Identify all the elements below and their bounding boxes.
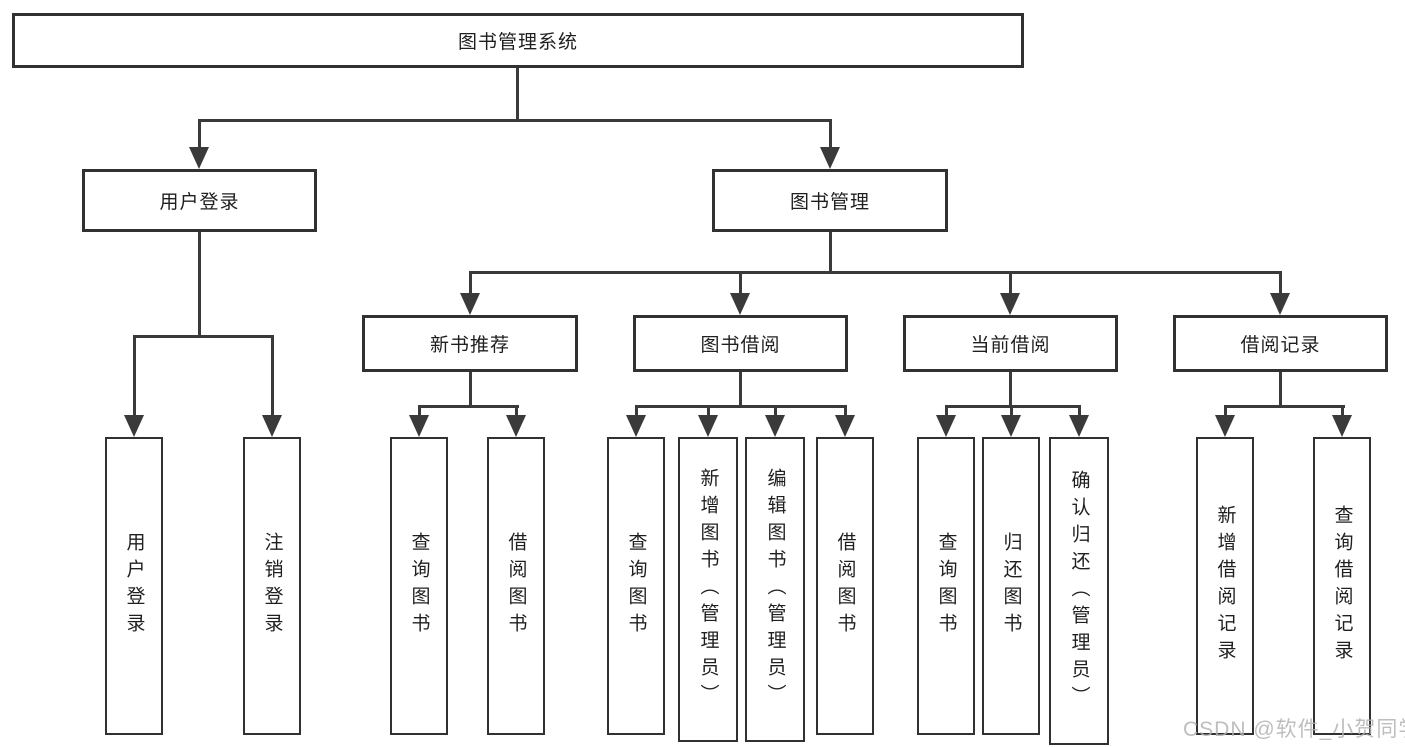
node-book-mgmt: 图书管理 xyxy=(712,169,948,232)
arrow-down-icon xyxy=(460,293,480,315)
arrow-down-icon xyxy=(1332,415,1352,437)
leaf-confirm-return-admin: 确认归还（管理员） xyxy=(1049,437,1109,745)
connector-line xyxy=(1279,372,1282,407)
leaf-add-borrow-record: 新增借阅记录 xyxy=(1196,437,1254,735)
leaf-borrow-books-b: 借阅图书 xyxy=(816,437,874,735)
connector-line xyxy=(418,405,421,417)
connector-line xyxy=(1224,405,1227,417)
arrow-down-icon xyxy=(506,415,526,437)
arrow-down-icon xyxy=(730,293,750,315)
arrow-down-icon xyxy=(820,147,840,169)
leaf-query-books-b: 查询图书 xyxy=(607,437,665,735)
connector-line xyxy=(829,232,832,273)
arrow-down-icon xyxy=(936,415,956,437)
connector-line xyxy=(515,405,518,417)
leaf-borrow-books-a: 借阅图书 xyxy=(487,437,545,735)
connector-line xyxy=(774,405,777,417)
arrow-down-icon xyxy=(626,415,646,437)
leaf-edit-books-admin: 编辑图书（管理员） xyxy=(745,437,805,742)
connector-line xyxy=(1279,271,1282,295)
node-user-login: 用户登录 xyxy=(82,169,317,232)
leaf-logout-login: 注销登录 xyxy=(243,437,301,735)
node-current-borrow: 当前借阅 xyxy=(903,315,1118,372)
node-root: 图书管理系统 xyxy=(12,13,1024,68)
arrow-down-icon xyxy=(124,415,144,437)
connector-line xyxy=(829,119,832,149)
connector-line xyxy=(635,405,638,417)
arrow-down-icon xyxy=(189,147,209,169)
arrow-down-icon xyxy=(1000,293,1020,315)
connector-line xyxy=(1078,405,1081,417)
connector-line xyxy=(516,68,519,121)
connector-line xyxy=(707,405,710,417)
connector-line xyxy=(133,335,274,338)
connector-line xyxy=(1009,271,1012,295)
watermark-text: CSDN @软件_小贺同学 xyxy=(1183,718,1405,741)
node-new-book-rec: 新书推荐 xyxy=(362,315,578,372)
connector-line xyxy=(469,372,472,407)
arrow-down-icon xyxy=(262,415,282,437)
connector-line xyxy=(133,335,136,415)
arrow-down-icon xyxy=(835,415,855,437)
node-borrow-records: 借阅记录 xyxy=(1173,315,1388,372)
arrow-down-icon xyxy=(409,415,429,437)
connector-line xyxy=(469,271,472,295)
connector-line xyxy=(1224,405,1345,408)
arrow-down-icon xyxy=(698,415,718,437)
arrow-down-icon xyxy=(1001,415,1021,437)
connector-line xyxy=(271,335,274,415)
connector-line xyxy=(418,405,519,408)
node-book-borrow: 图书借阅 xyxy=(633,315,848,372)
connector-line xyxy=(198,119,201,149)
connector-line xyxy=(739,271,742,295)
connector-line xyxy=(945,405,1081,408)
connector-line xyxy=(1009,372,1012,407)
leaf-query-books-c: 查询图书 xyxy=(917,437,975,735)
connector-line xyxy=(945,405,948,417)
connector-line xyxy=(739,372,742,407)
leaf-query-borrow-record: 查询借阅记录 xyxy=(1313,437,1371,735)
connector-line xyxy=(199,119,832,122)
arrow-down-icon xyxy=(765,415,785,437)
connector-line xyxy=(635,405,847,408)
connector-line xyxy=(1341,405,1344,417)
connector-line xyxy=(469,271,1282,274)
leaf-return-books: 归还图书 xyxy=(982,437,1040,735)
connector-line xyxy=(844,405,847,417)
leaf-user-login: 用户登录 xyxy=(105,437,163,735)
leaf-query-books-a: 查询图书 xyxy=(390,437,448,735)
arrow-down-icon xyxy=(1270,293,1290,315)
arrow-down-icon xyxy=(1215,415,1235,437)
connector-line xyxy=(1010,405,1013,417)
connector-line xyxy=(198,232,201,337)
arrow-down-icon xyxy=(1069,415,1089,437)
leaf-add-books-admin: 新增图书（管理员） xyxy=(678,437,738,742)
